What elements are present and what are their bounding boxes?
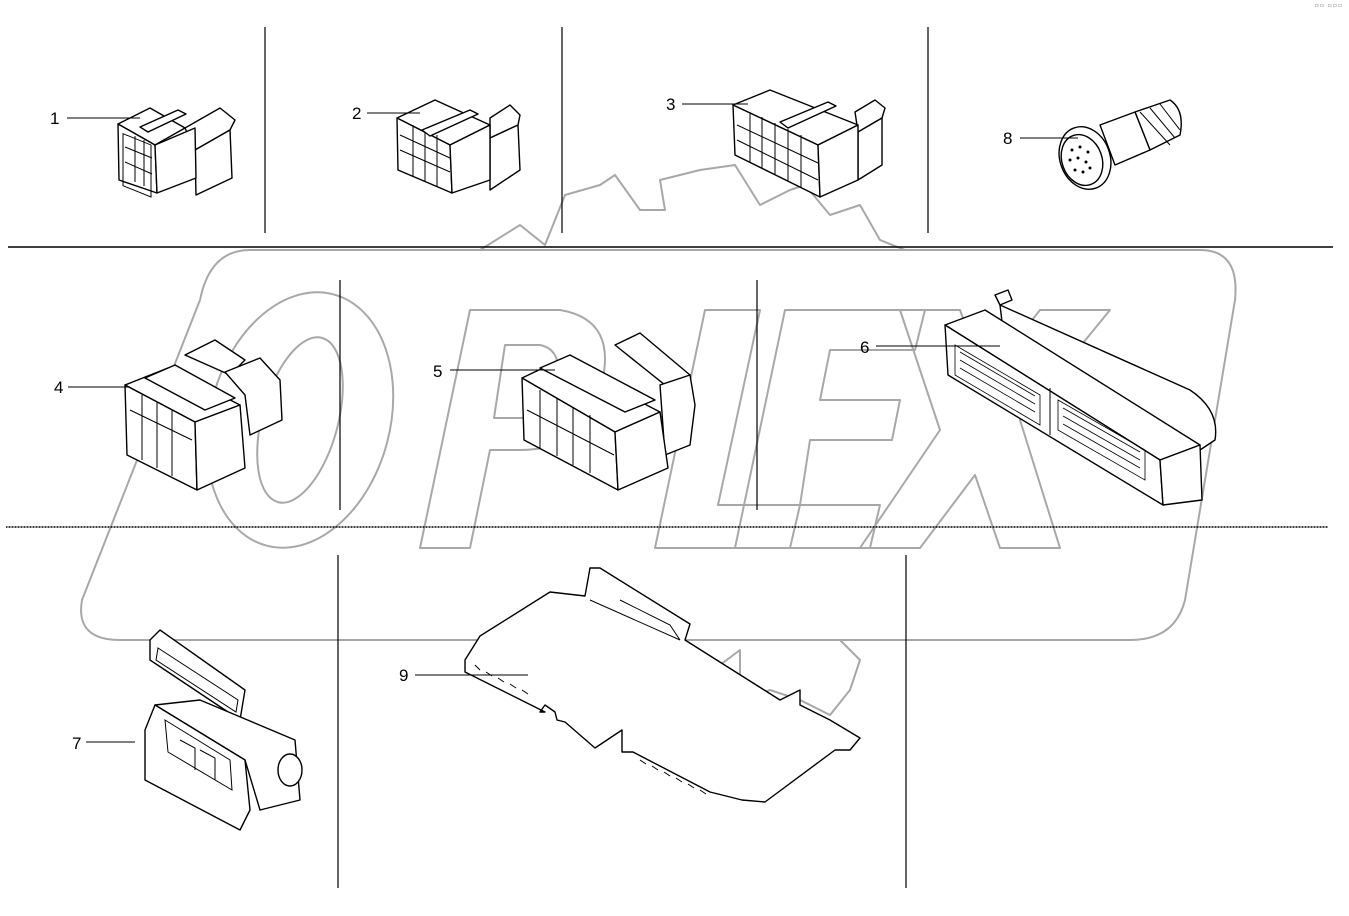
part-7-heavy-duty-housing[interactable]: 7 [72,629,303,831]
section-dividers [6,27,1333,888]
part-1-connector-6pin[interactable]: 1 [50,107,236,198]
part-8-circular-connector[interactable]: 8 [1003,99,1182,197]
part-9-mounting-frame[interactable]: 9 [399,567,861,803]
callout-7: 7 [72,734,81,753]
part-4-connector-6pin-latched[interactable]: 4 [54,339,283,491]
part-3-connector-12pin[interactable]: 3 [666,89,886,198]
part-5-connector-8pin-latched[interactable]: 5 [433,332,696,491]
callout-3: 3 [666,95,675,114]
part-6-ecu-connector[interactable]: 6 [860,289,1217,506]
corner-mark: ▫▫ ▫▫▫ [1314,2,1343,9]
callout-2: 2 [352,104,361,123]
callout-1: 1 [50,109,59,128]
callout-9: 9 [399,666,408,685]
callout-8: 8 [1003,129,1012,148]
callout-5: 5 [433,362,442,381]
callout-6: 6 [860,338,869,357]
callout-4: 4 [54,378,63,397]
part-2-connector-8pin[interactable]: 2 [352,99,521,194]
